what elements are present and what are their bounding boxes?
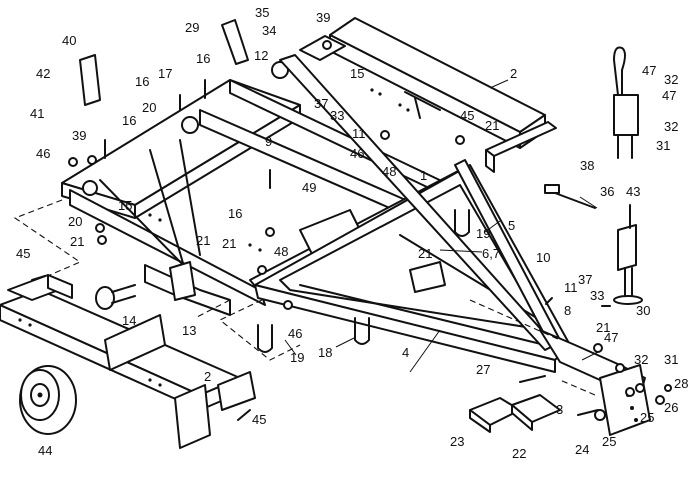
- callout-21: 21: [222, 236, 236, 251]
- front-frame-part-2: [0, 274, 256, 449]
- callout-16: 16: [122, 113, 136, 128]
- callout-10: 10: [536, 250, 550, 265]
- wrench-part-36: [544, 184, 596, 209]
- callout-44: 44: [38, 443, 52, 458]
- callout-1: 1: [420, 168, 427, 183]
- callout-29: 29: [185, 20, 199, 35]
- callout-42: 42: [36, 66, 50, 81]
- callout-45: 45: [252, 412, 266, 427]
- callout-45: 45: [16, 246, 30, 261]
- callout-46: 46: [36, 146, 50, 161]
- callout-16: 16: [135, 74, 149, 89]
- callout-20: 20: [142, 100, 156, 115]
- callout-21: 21: [196, 233, 210, 248]
- clip-part-34: [221, 19, 249, 65]
- callout-35: 35: [255, 5, 269, 20]
- callout-47: 47: [662, 88, 676, 103]
- callout-34: 34: [262, 23, 276, 38]
- callout-11: 11: [352, 126, 366, 141]
- callout-37: 37: [314, 96, 328, 111]
- rear-frame-part-2: [299, 17, 557, 173]
- callout-45: 45: [460, 108, 474, 123]
- callout-labels: 29 35 34 39 40 42 41 16 17 16 16 12 15 2…: [16, 5, 688, 461]
- callout-12: 12: [254, 48, 268, 63]
- callout-11: 11: [564, 280, 578, 295]
- callout-14: 14: [122, 313, 136, 328]
- callout-28: 28: [674, 376, 688, 391]
- callout-13: 13: [182, 323, 196, 338]
- bolts: [31, 40, 672, 421]
- leader-lines: [284, 79, 599, 373]
- callout-39: 39: [72, 128, 86, 143]
- callout-15: 15: [118, 198, 132, 213]
- callout-40: 40: [62, 33, 76, 48]
- callout-48: 48: [274, 244, 288, 259]
- callout-6-7: 6,7: [482, 246, 500, 261]
- callout-18: 18: [318, 345, 332, 360]
- callout-9: 9: [265, 134, 272, 149]
- bracket-part-40: [79, 54, 101, 106]
- callout-8: 8: [564, 303, 571, 318]
- callout-23: 23: [450, 434, 464, 449]
- callout-5: 5: [508, 218, 515, 233]
- hub-part-14: [95, 284, 136, 310]
- diagonal-brace-part-5: [279, 54, 561, 351]
- callout-43: 43: [626, 184, 640, 199]
- callout-39: 39: [316, 10, 330, 25]
- axle-mount-part-13: [144, 261, 231, 316]
- wheel-part-44: [19, 365, 77, 435]
- callout-47: 47: [642, 63, 656, 78]
- callout-36: 36: [600, 184, 614, 199]
- callout-25: 25: [602, 434, 616, 449]
- callout-21: 21: [485, 118, 499, 133]
- callout-31: 31: [664, 352, 678, 367]
- callout-16: 16: [228, 206, 242, 221]
- callout-21: 21: [596, 320, 610, 335]
- u-bolts: [257, 209, 470, 353]
- shoe-part-22: [511, 394, 561, 431]
- callout-21: 21: [70, 234, 84, 249]
- callout-19: 19: [476, 226, 490, 241]
- callout-19: 19: [290, 350, 304, 365]
- shoe-part-23: [469, 397, 521, 433]
- callout-25: 25: [640, 410, 654, 425]
- callout-15: 15: [350, 66, 364, 81]
- callout-33: 33: [330, 108, 344, 123]
- callout-32: 32: [664, 119, 678, 134]
- callout-22: 22: [512, 446, 526, 461]
- jack-stand-part-43: [613, 204, 643, 305]
- callout-32: 32: [634, 352, 648, 367]
- callout-30: 30: [636, 303, 650, 318]
- callout-47: 47: [604, 330, 618, 345]
- callout-41: 41: [30, 106, 44, 121]
- callout-3: 3: [556, 402, 563, 417]
- callout-38: 38: [580, 158, 594, 173]
- callout-31: 31: [656, 138, 670, 153]
- callout-37: 37: [578, 272, 592, 287]
- callout-46: 46: [350, 146, 364, 161]
- callout-26: 26: [664, 400, 678, 415]
- callout-17: 17: [158, 66, 172, 81]
- alignment-lines: [13, 199, 596, 396]
- callout-21: 21: [418, 246, 432, 261]
- callout-24: 24: [575, 442, 589, 457]
- callout-33: 33: [590, 288, 604, 303]
- callout-32: 32: [664, 72, 678, 87]
- callout-2: 2: [204, 369, 211, 384]
- callout-4: 4: [402, 345, 409, 360]
- callout-48: 48: [382, 164, 396, 179]
- callout-20: 20: [68, 214, 82, 229]
- callout-16: 16: [196, 51, 210, 66]
- callout-2: 2: [510, 66, 517, 81]
- jack-post-upper: [613, 46, 639, 159]
- callout-49: 49: [302, 180, 316, 195]
- callout-46: 46: [288, 326, 302, 341]
- callout-27: 27: [476, 362, 490, 377]
